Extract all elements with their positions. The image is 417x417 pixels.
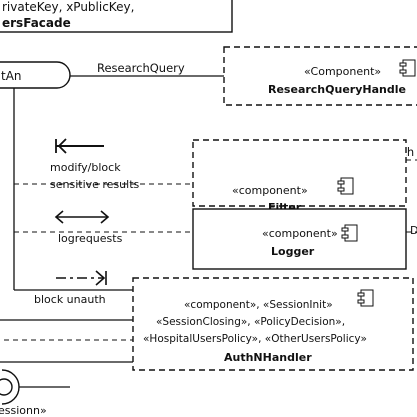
logger-right-fragment: D <box>410 224 417 237</box>
authn-handler-component: «component», «SessionInit» «SessionClosi… <box>132 277 414 371</box>
modify-block-arrow <box>55 138 104 154</box>
research-query-label: ResearchQuery <box>97 61 185 75</box>
filter-stereotype: «component» <box>232 184 308 197</box>
modify-block-label-line1: modify/block <box>50 161 121 174</box>
left-node: tAn <box>0 61 71 89</box>
research-name: ResearchQueryHandle <box>268 83 406 96</box>
left-node-label: tAn <box>1 69 22 83</box>
logger-component: «component» Logger <box>192 208 407 270</box>
component-icon <box>337 177 354 195</box>
research-stereotype: «Component» <box>304 65 381 78</box>
facade-name: ersFacade <box>2 16 71 30</box>
session-label: essionn» <box>0 404 47 417</box>
auth-stereotype-line1: «component», «SessionInit» <box>184 299 333 311</box>
block-unauth-label: block unauth <box>34 293 106 306</box>
component-icon <box>357 289 374 307</box>
component-icon <box>341 224 358 242</box>
filter-component: «component» Filter <box>192 139 407 214</box>
session-interface-icon <box>0 369 70 405</box>
log-requests-label: logrequests <box>58 232 123 245</box>
auth-name: AuthNHandler <box>224 351 312 364</box>
block-unauth-arrow <box>56 270 107 286</box>
component-icon <box>399 59 416 77</box>
logger-name: Logger <box>271 245 315 258</box>
logger-stereotype: «component» <box>262 227 338 240</box>
auth-stereotype-line3: «HospitalUsersPolicy», «OtherUsersPolicy… <box>143 333 367 345</box>
auth-stereotype-line2: «SessionClosing», «PolicyDecision», <box>156 316 345 328</box>
modify-block-label-line2: sensitive results <box>50 178 140 191</box>
research-query-handler-component: «Component» ResearchQueryHandle <box>223 46 417 106</box>
users-facade-box: rivateKey, xPublicKey, ersFacade <box>0 0 233 33</box>
log-requests-arrow <box>54 210 110 224</box>
facade-signature: rivateKey, xPublicKey, <box>2 0 134 14</box>
